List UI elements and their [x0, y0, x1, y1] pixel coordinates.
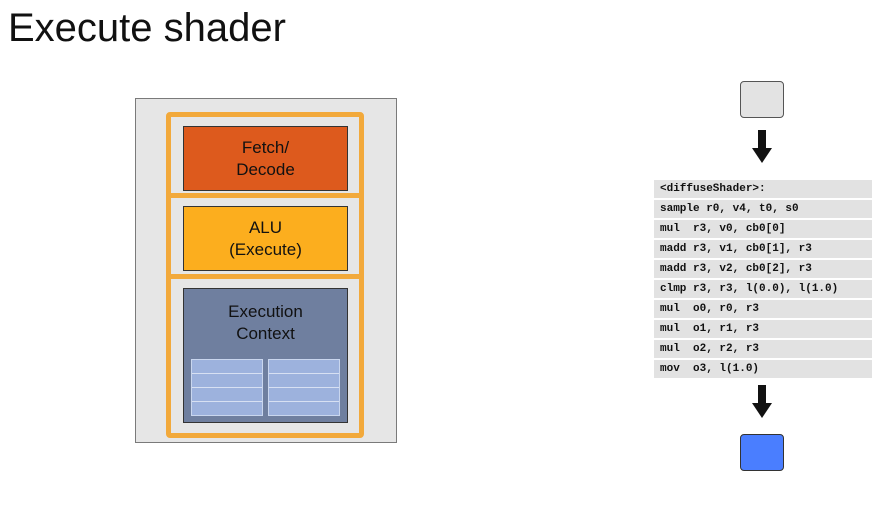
- code-line: clmp r3, r3, l(0.0), l(1.0): [654, 280, 872, 298]
- slide-title: Execute shader: [8, 6, 286, 50]
- code-line: mul o0, r0, r3: [654, 300, 872, 318]
- frame-divider-bottom: [166, 274, 364, 279]
- alu-label-line2: (Execute): [229, 239, 302, 259]
- code-line: <diffuseShader>:: [654, 180, 872, 198]
- code-line: mul o2, r2, r3: [654, 340, 872, 358]
- code-line: sample r0, v4, t0, s0: [654, 200, 872, 218]
- ctx-label-line2: Context: [236, 324, 295, 343]
- alu-block: ALU (Execute): [183, 206, 348, 271]
- shader-code-listing: <diffuseShader>: sample r0, v4, t0, s0 mul…: [654, 180, 872, 380]
- code-line: madd r3, v1, cb0[1], r3: [654, 240, 872, 258]
- fetch-label-line1: Fetch/: [241, 137, 290, 157]
- code-line: mov o3, l(1.0): [654, 360, 872, 378]
- frame-divider-top: [166, 193, 364, 198]
- fetch-decode-block: Fetch/ Decode: [183, 126, 348, 191]
- fetch-label-line2: Decode: [236, 159, 295, 179]
- code-line: mul o1, r1, r3: [654, 320, 872, 338]
- input-fragment-box: [740, 81, 784, 118]
- arrow-down-icon: [752, 385, 772, 418]
- arrow-down-icon: [752, 130, 772, 163]
- ctx-label-line1: Execution: [228, 302, 303, 321]
- output-fragment-box: [740, 434, 784, 471]
- code-line: madd r3, v2, cb0[2], r3: [654, 260, 872, 278]
- register-file-left: [191, 359, 263, 416]
- code-line: mul r3, v0, cb0[0]: [654, 220, 872, 238]
- alu-label-line1: ALU: [248, 217, 283, 237]
- register-file-right: [268, 359, 340, 416]
